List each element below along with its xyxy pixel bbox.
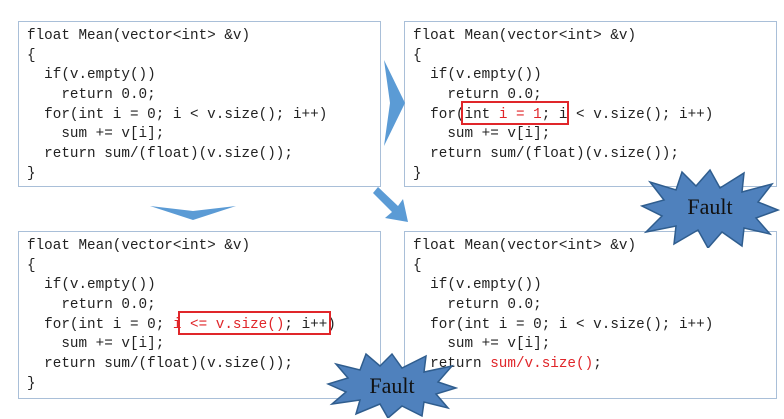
code-line: } [413, 375, 776, 395]
code-line: return 0.0; [27, 87, 156, 104]
fault-label: Fault [369, 373, 415, 398]
code-fragment: for(int i = 0; [27, 316, 173, 333]
mutated-code-fragment: i <= v.size() [172, 316, 285, 333]
fault-label: Fault [687, 194, 733, 219]
code-line: if(v.empty()) [27, 67, 156, 84]
code-line: if(v.empty()) [413, 277, 542, 294]
mutated-code-fragment: i = 1 [498, 106, 542, 123]
code-line: float Mean(vector<int> &v) [27, 238, 251, 254]
code-line: } [27, 165, 36, 182]
code-line: sum += v[i]; [413, 126, 551, 143]
code-panel-mutant-init: float Mean(vector<int> &v) { if(v.empty(… [404, 21, 777, 187]
code-line: } [413, 165, 422, 182]
mutated-code-fragment: sum/v.size() [490, 356, 594, 373]
code-fragment: ; [593, 356, 602, 373]
code-panel-mutant-return: float Mean(vector<int> &v) { if(v.empty(… [404, 231, 777, 399]
arrow-diagonal-icon [373, 187, 408, 222]
code-line-mutated: for(int i = 0; i <= v.size(); i++) [27, 316, 380, 336]
code-line: sum += v[i]; [27, 126, 165, 143]
code-line: if(v.empty()) [27, 277, 156, 294]
code-line: { [413, 257, 422, 274]
code-line: return sum/(float)(v.size()); [27, 356, 293, 373]
fault-starburst-icon [640, 168, 780, 248]
code-line: for(int i = 0; i < v.size(); i++) [413, 316, 714, 333]
code-line: for(int i = 0; i < v.size(); i++) [27, 106, 328, 123]
code-line: sum += v[i]; [27, 336, 165, 353]
code-panel-mutant-condition: float Mean(vector<int> &v) { if(v.empty(… [18, 231, 381, 399]
fault-starburst-icon [326, 352, 458, 418]
code-line: return 0.0; [27, 297, 156, 314]
code-line: float Mean(vector<int> &v) [27, 28, 251, 44]
code-line: float Mean(vector<int> &v) [413, 238, 637, 254]
code-line: if(v.empty()) [413, 67, 542, 84]
code-line: sum += v[i]; [413, 336, 551, 353]
code-line: return 0.0; [413, 297, 542, 314]
code-line: float Mean(vector<int> &v) [413, 28, 637, 44]
code-fragment: ; i < v.size(); i++) [541, 106, 714, 123]
code-panel-original: float Mean(vector<int> &v) { if(v.empty(… [18, 21, 381, 187]
code-line: { [27, 47, 36, 64]
code-fragment: ; i++) [284, 316, 336, 333]
code-line: { [27, 257, 36, 274]
code-line: return sum/(float)(v.size()); [413, 146, 679, 163]
code-line: return sum/(float)(v.size()); [27, 146, 293, 163]
code-line-mutated: for(int i = 1; i < v.size(); i++) [413, 106, 776, 126]
mutation-highlight-box [178, 311, 331, 335]
code-line: return 0.0; [413, 87, 542, 104]
code-line: } [27, 375, 36, 392]
code-fragment: int [464, 106, 499, 123]
arrow-down-icon [150, 206, 236, 220]
arrow-right-icon [384, 60, 405, 146]
code-fragment: for( [413, 106, 465, 123]
code-line: { [413, 47, 422, 64]
mutation-highlight-box [461, 101, 569, 125]
code-line-mutated: return sum/v.size(); [413, 355, 776, 375]
